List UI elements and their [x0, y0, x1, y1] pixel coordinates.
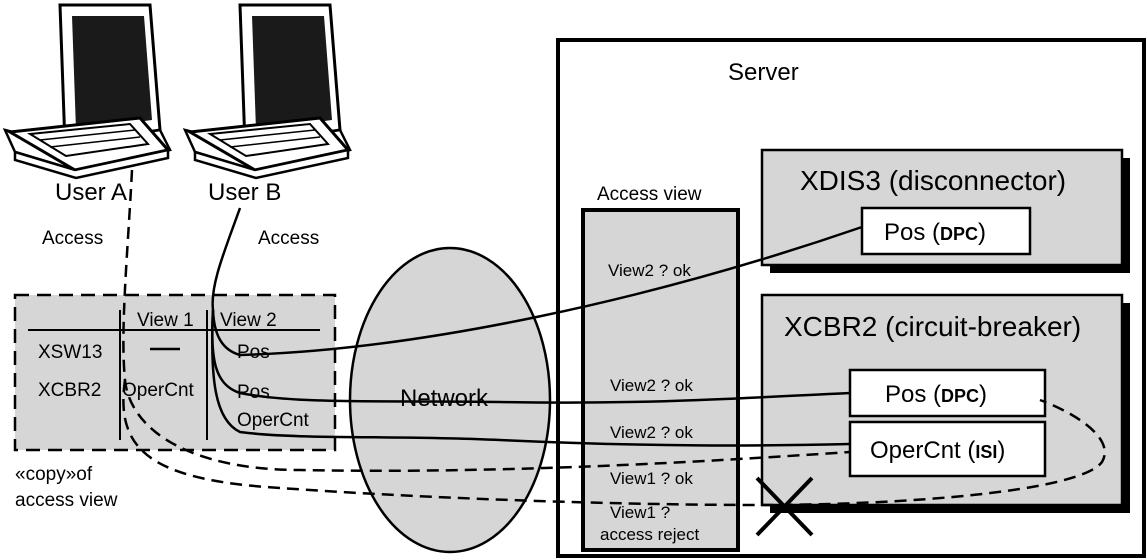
copy-access-view-table	[13, 293, 337, 452]
copy-row1-view2: Pos	[237, 342, 270, 363]
copy-row2-view2-opercnt: OperCnt	[237, 410, 310, 431]
user-a-label: User A	[55, 179, 127, 206]
laptop-b-icon	[182, 3, 352, 180]
xcbr2-pos-label: Pos (DPC)	[885, 381, 987, 408]
access-reject-cross-icon	[755, 476, 814, 537]
xcbr2-pos-box	[848, 368, 1047, 418]
copy-caption-line1: «copy»of	[15, 464, 93, 485]
view2-access-paths	[210, 207, 863, 447]
access-a-label: Access	[42, 228, 103, 249]
path-view2-xcbr2-opercnt	[210, 309, 851, 447]
access-view-entry: View2 ? ok	[610, 423, 693, 442]
xdis3-pos-box	[860, 206, 1032, 256]
server-title: Server	[728, 59, 799, 86]
access-view-entry: View2 ? ok	[610, 376, 693, 395]
copy-col-view2: View 2	[220, 310, 277, 331]
access-view-entry: View1 ?	[610, 503, 670, 522]
xcbr2-opercnt-box	[848, 420, 1047, 478]
network-label: Network	[400, 385, 489, 412]
access-b-label: Access	[258, 228, 319, 249]
copy-row2-view1: OperCnt	[122, 380, 195, 401]
access-view-entry: View1 ? ok	[610, 469, 693, 488]
copy-caption-line2: access view	[15, 490, 118, 511]
xdis3-pos-label: Pos (DPC)	[884, 219, 986, 246]
access-view-title: Access view	[597, 184, 702, 205]
laptop-a-icon	[2, 3, 172, 180]
xdis3-title: XDIS3 (disconnector)	[800, 165, 1066, 196]
copy-row1-name: XSW13	[38, 342, 102, 363]
path-view2-xdis3-pos	[211, 207, 863, 357]
copy-row2-view2-pos: Pos	[237, 382, 270, 403]
copy-row2-name: XCBR2	[38, 380, 101, 401]
access-view-box	[581, 208, 740, 552]
user-b-label: User B	[208, 179, 281, 206]
access-view-entry: access reject	[600, 525, 699, 544]
path-view1-rejected	[122, 379, 1106, 507]
path-view1-xcbr2-opercnt	[122, 169, 851, 473]
xcbr2-opercnt-label: OperCnt (ISI)	[870, 437, 1005, 464]
access-view-entry: View2 ? ok	[608, 261, 691, 280]
xcbr2-title: XCBR2 (circuit-breaker)	[784, 311, 1081, 342]
copy-col-view1: View 1	[137, 310, 194, 331]
path-view2-xcbr2-pos	[210, 309, 851, 404]
view1-access-paths	[122, 169, 1106, 507]
